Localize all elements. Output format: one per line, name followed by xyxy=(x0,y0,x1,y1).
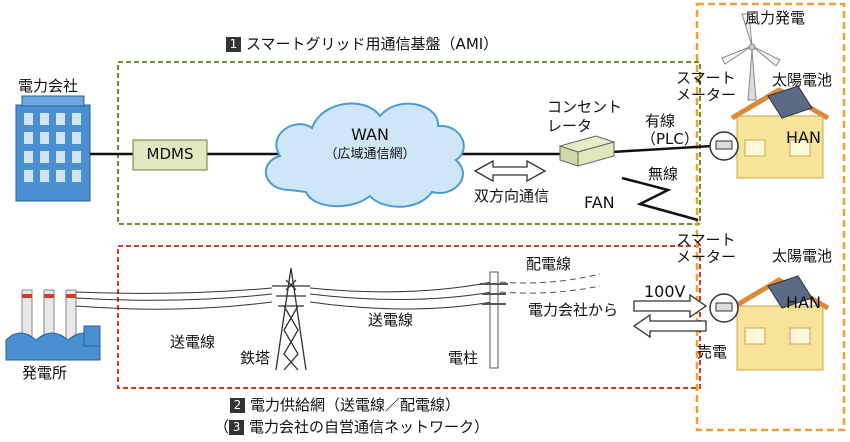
fan-label: FAN xyxy=(584,193,615,212)
sell-arrow-icon xyxy=(632,313,707,339)
smart-meter-2-label-line1: スマート xyxy=(676,231,736,249)
ami-section-number: 1 xyxy=(226,37,241,52)
concentrator-label-line2: レータ xyxy=(547,117,593,135)
han-1-label: HAN xyxy=(786,128,821,147)
voltage-label: 100V xyxy=(644,282,686,301)
wan-cloud-icon xyxy=(264,102,465,208)
han-2-label: HAN xyxy=(786,293,821,312)
ami-frame xyxy=(117,61,701,225)
power-company-label: 電力会社 xyxy=(18,77,79,95)
grid-section-text: 電力供給網（送電線／配電線） xyxy=(250,396,461,414)
power-company-building-icon xyxy=(15,95,91,202)
comm-section-number: 3 xyxy=(229,420,245,435)
concentrator-label-line1: コンセント xyxy=(547,98,623,116)
comm-section-title: （3 電力会社の自営通信ネットワーク） xyxy=(214,419,489,436)
wan-sub-label: （広域通信網） xyxy=(324,147,416,162)
bidirectional-label: 双方向通信 xyxy=(474,187,550,205)
power-plant-label: 発電所 xyxy=(22,364,68,382)
plc-line xyxy=(611,144,713,154)
wind-power-label: 風力発電 xyxy=(745,9,806,27)
pylon-label: 鉄塔 xyxy=(240,349,271,367)
from-power-company-label: 電力会社から xyxy=(528,301,619,319)
comm-section-open: （ xyxy=(214,418,230,436)
house-2-icon xyxy=(730,275,830,371)
wired-label-line2: （PLC） xyxy=(641,130,699,148)
grid-frame xyxy=(117,245,701,389)
transmission-line-left-label: 送電線 xyxy=(170,333,216,351)
bidirectional-arrow-icon xyxy=(473,159,547,183)
transmission-lines xyxy=(75,281,493,310)
ami-section-title: 1 スマートグリッド用通信基盤（AMI） xyxy=(226,36,498,53)
power-plant-icon xyxy=(5,289,101,361)
distribution-line-label: 配電線 xyxy=(526,255,572,273)
solar-2-label: 太陽電池 xyxy=(772,247,833,265)
ami-section-text: スマートグリッド用通信基盤（AMI） xyxy=(246,35,499,53)
mdms-label: MDMS xyxy=(146,145,194,163)
wireless-zigzag-icon xyxy=(621,176,699,222)
utility-pole-label: 電柱 xyxy=(448,349,479,367)
smart-meter-2-label-line2: メーター xyxy=(676,248,737,266)
wind-turbine-icon xyxy=(721,13,781,101)
wireless-label: 無線 xyxy=(648,165,679,183)
wired-label-line1: 有線 xyxy=(645,112,676,130)
smart-meter-1-label-line2: メーター xyxy=(676,86,737,104)
comm-section-text: 電力会社の自営通信ネットワーク） xyxy=(249,418,490,436)
pylon-icon xyxy=(272,267,310,371)
smart-meter-1-icon xyxy=(709,131,739,161)
mdms-box xyxy=(132,139,208,171)
utility-pole-icon xyxy=(480,271,508,369)
house-1-icon xyxy=(730,85,830,179)
selling-power-label: 売電 xyxy=(697,343,728,361)
grid-section-title: 2 電力供給網（送電線／配電線） xyxy=(230,397,460,414)
transmission-line-right-label: 送電線 xyxy=(368,311,414,329)
supply-arrow-icon xyxy=(633,293,708,319)
grid-section-number: 2 xyxy=(230,398,245,413)
concentrator-icon xyxy=(558,135,616,167)
distribution-lines xyxy=(499,273,601,294)
wan-label: WAN xyxy=(351,125,389,144)
smart-meter-2-icon xyxy=(709,293,739,323)
smart-meter-1-label-line1: スマート xyxy=(676,69,736,87)
solar-1-label: 太陽電池 xyxy=(772,71,833,89)
